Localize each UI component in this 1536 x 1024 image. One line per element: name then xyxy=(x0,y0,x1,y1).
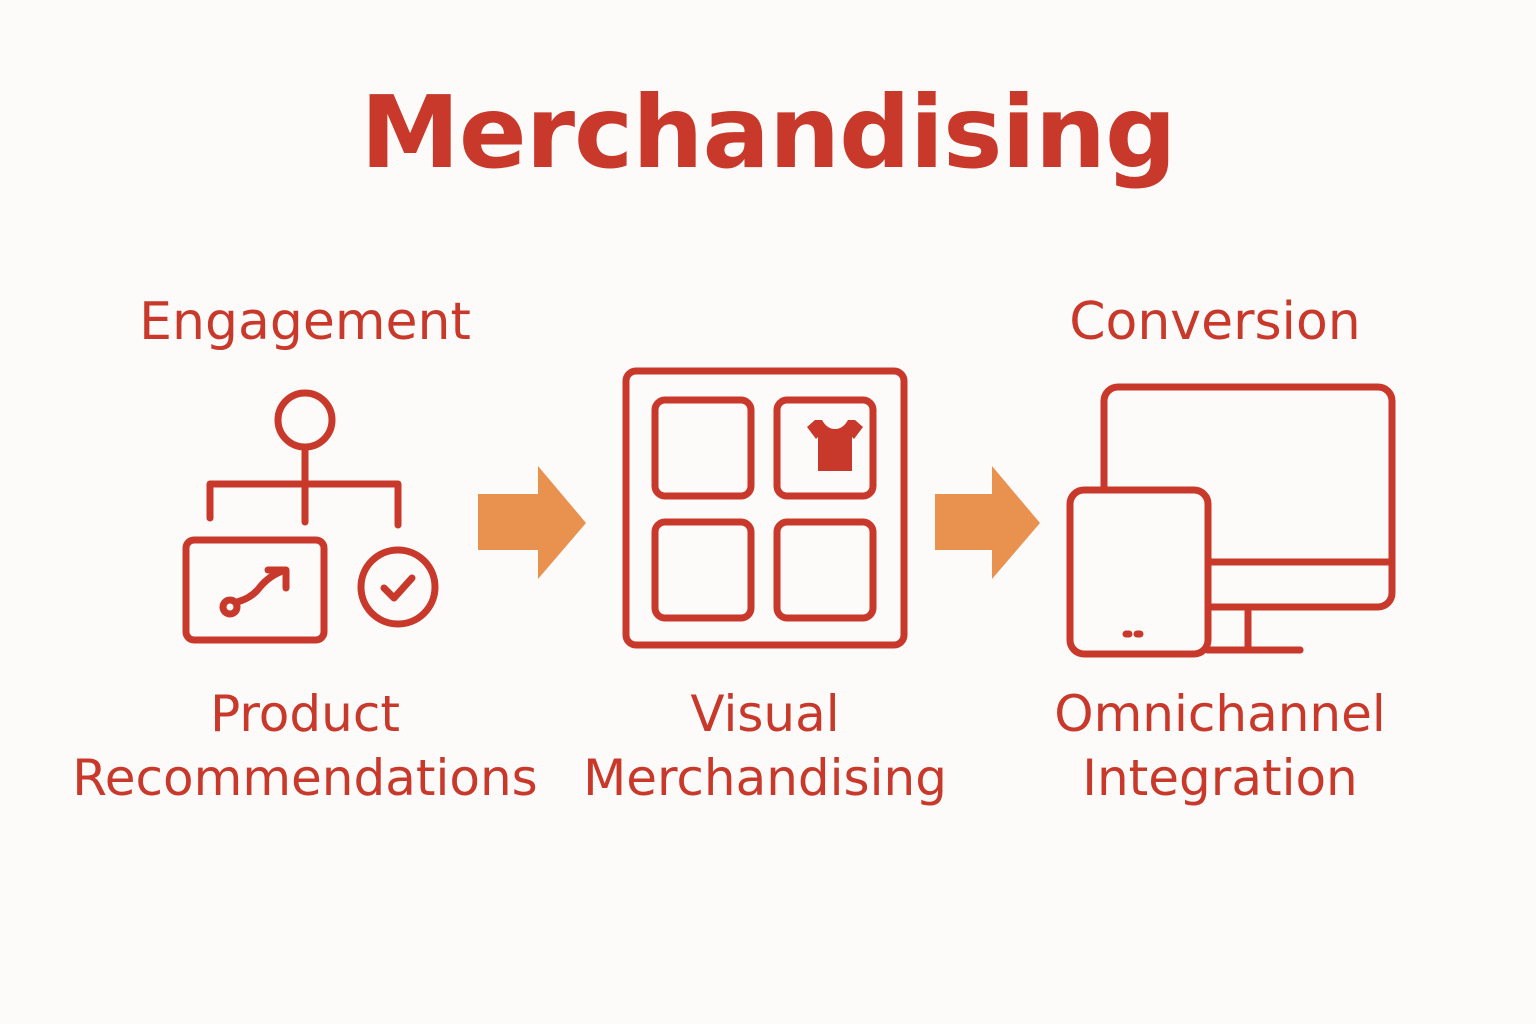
category-engagement: Engagement xyxy=(139,292,471,352)
label-product-recommendations: Product Recommendations xyxy=(72,685,538,807)
recommendation-tree-icon xyxy=(182,389,439,644)
arrow-right-icon xyxy=(478,466,586,579)
category-conversion: Conversion xyxy=(1069,292,1361,352)
devices-icon xyxy=(1066,383,1396,658)
arrow-right-icon-2 xyxy=(935,466,1040,579)
product-grid-icon xyxy=(622,367,908,649)
diagram-title: Merchandising xyxy=(360,74,1176,191)
tshirt-icon xyxy=(807,420,863,471)
label-visual-merchandising: Visual Merchandising xyxy=(583,685,947,807)
label-omnichannel-integration: Omnichannel Integration xyxy=(1054,685,1386,807)
